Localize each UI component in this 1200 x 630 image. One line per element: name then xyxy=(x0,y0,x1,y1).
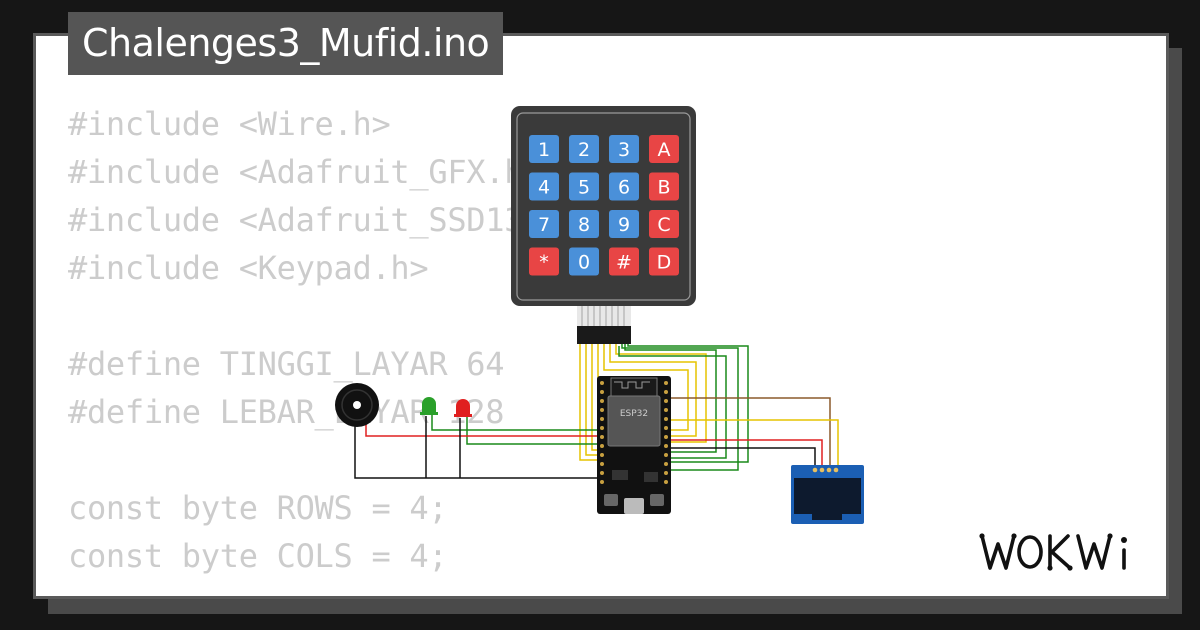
keypad-key-*[interactable]: * xyxy=(529,247,559,276)
oled-display[interactable] xyxy=(791,465,864,524)
keypad-key-label: 2 xyxy=(578,139,590,161)
wire-gnd-rail xyxy=(354,422,600,479)
keypad-key-6[interactable]: 6 xyxy=(609,172,639,201)
wire-oled-sda xyxy=(668,419,839,470)
keypad-key-8[interactable]: 8 xyxy=(569,210,599,238)
wires xyxy=(354,340,839,487)
wire-keypad-6 xyxy=(609,340,697,437)
code-line: #define LEBAR_LAYAR 128 xyxy=(68,393,505,431)
wokwi-logo-icon[interactable] xyxy=(978,528,1150,576)
wire-buzzer-signal xyxy=(365,424,600,437)
keypad-key-label: C xyxy=(657,214,670,236)
wire-led-red xyxy=(466,416,600,445)
keypad-key-#[interactable]: # xyxy=(609,247,639,276)
keypad-key-label: * xyxy=(539,252,549,274)
buzzer[interactable] xyxy=(335,383,379,427)
keypad-key-0[interactable]: 0 xyxy=(569,247,599,276)
esp32-label: ESP32 xyxy=(620,409,648,419)
keypad-key-label: 4 xyxy=(538,177,550,199)
keypad-key-2[interactable]: 2 xyxy=(569,135,599,163)
wire-oled-vcc xyxy=(668,439,823,470)
code-line: const byte COLS = 4; xyxy=(68,537,448,575)
wire-keypad-10 xyxy=(624,344,717,453)
esp32-board[interactable]: ESP32 xyxy=(597,376,671,514)
keypad-key-label: 3 xyxy=(618,139,630,161)
led-red[interactable] xyxy=(454,399,472,417)
keypad-key-label: # xyxy=(616,252,632,274)
keypad-key-7[interactable]: 7 xyxy=(529,210,559,238)
code-line: #include <Wire.h> xyxy=(68,105,391,143)
keypad-key-A[interactable]: A xyxy=(649,135,679,163)
keypad-key-4[interactable]: 4 xyxy=(529,172,559,201)
wire-led-green xyxy=(431,414,600,431)
keypad-key-label: 0 xyxy=(578,252,590,274)
keypad-key-label: A xyxy=(658,139,671,161)
wire-keypad-2 xyxy=(585,340,600,456)
keypad-key-3[interactable]: 3 xyxy=(609,135,639,163)
keypad-key-label: 8 xyxy=(578,214,590,236)
wire-oled-scl xyxy=(668,397,831,470)
keypad-key-label: 9 xyxy=(618,214,630,236)
wire-keypad-1 xyxy=(579,340,600,461)
keypad-key-D[interactable]: D xyxy=(649,247,679,276)
wire-oled-gnd xyxy=(668,447,816,470)
keypad-key-B[interactable]: B xyxy=(649,172,679,201)
led-green[interactable] xyxy=(420,397,438,415)
keypad-key-label: 6 xyxy=(618,177,630,199)
wire-keypad-8 xyxy=(621,340,739,471)
keypad-key-label: 7 xyxy=(538,214,550,236)
wire-keypad-7 xyxy=(615,340,707,443)
code-line: #include <Adafruit_GFX.h> xyxy=(68,153,543,191)
keypad-key-label: D xyxy=(657,252,672,274)
keypad-key-label: 5 xyxy=(578,177,590,199)
keypad-key-label: B xyxy=(657,177,670,199)
keypad-key-9[interactable]: 9 xyxy=(609,210,639,238)
keypad-key-1[interactable]: 1 xyxy=(529,135,559,163)
code-line: const byte ROWS = 4; xyxy=(68,489,448,527)
project-title[interactable]: Chalenges3_Mufid.ino xyxy=(68,12,504,75)
code-line: #include <Keypad.h> xyxy=(68,249,429,287)
keypad[interactable]: 1 2 3 A 4 5 6 B 7 8 9 C * 0 # D xyxy=(511,106,696,344)
keypad-key-label: 1 xyxy=(538,139,550,161)
keypad-key-5[interactable]: 5 xyxy=(569,172,599,201)
wire-keypad-11 xyxy=(618,346,727,459)
code-line: #define TINGGI_LAYAR 64 xyxy=(68,345,505,383)
wire-keypad-5 xyxy=(603,340,689,431)
keypad-key-C[interactable]: C xyxy=(649,210,679,238)
